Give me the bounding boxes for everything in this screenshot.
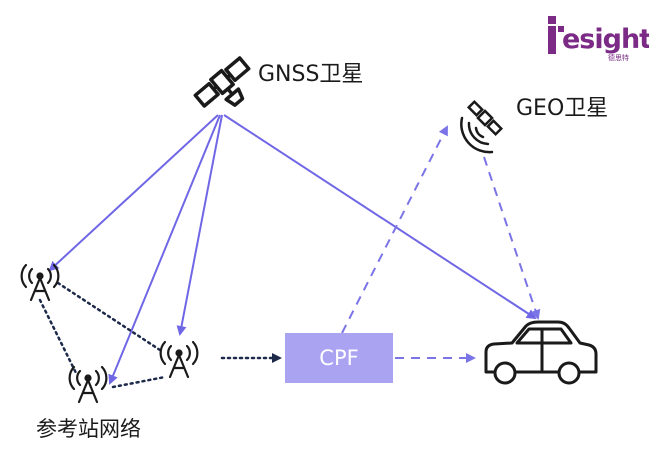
arrow-gnss-to-tower-bottom	[108, 114, 221, 385]
gnss-signal-arrows	[48, 114, 537, 385]
reference-network-label: 参考站网络	[36, 417, 141, 441]
link-left-to-bottom	[38, 298, 78, 375]
arrow-gnss-to-tower-left	[48, 114, 219, 272]
cpf-box: CPF	[285, 333, 393, 383]
tower-left	[20, 263, 60, 302]
arrow-geo-to-car	[483, 156, 541, 320]
satellite-icon	[193, 56, 251, 108]
logo-text: esight	[562, 24, 649, 55]
correction-dashed-arrows	[341, 125, 541, 363]
gnss-satellite-label: GNSS卫星	[258, 62, 364, 87]
arrow-cpf-to-geo	[341, 125, 448, 334]
arrow-gnss-to-tower-right	[176, 114, 223, 336]
tower-right	[159, 340, 199, 379]
cpf-label: CPF	[319, 346, 359, 370]
link-left-to-right	[56, 281, 165, 354]
arrow-gnss-to-car	[223, 114, 537, 320]
brand-logo: esight 德思特	[546, 12, 649, 64]
antenna-tower-icon	[20, 263, 199, 404]
car-icon	[484, 320, 598, 385]
geo-satellite-label: GEO卫星	[516, 96, 609, 121]
logo-mark	[548, 16, 564, 54]
logo-subtext: 德思特	[608, 54, 629, 62]
reference-network-links	[38, 281, 282, 389]
geo-satellite-icon	[460, 99, 504, 154]
link-bottom-to-right	[111, 375, 167, 389]
